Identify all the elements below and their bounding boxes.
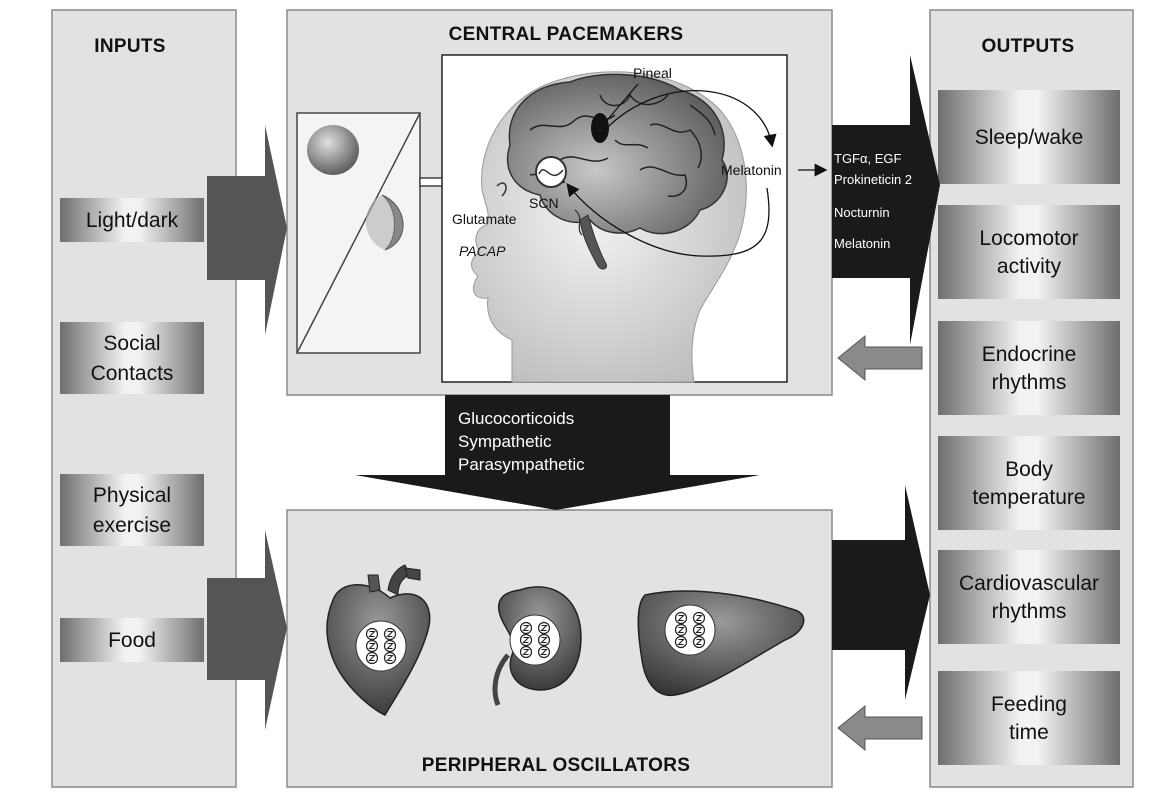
output-box-line: Feeding — [991, 693, 1067, 716]
output-box — [938, 90, 1120, 184]
clock-gene-mark — [677, 626, 685, 634]
clock-gene-mark — [386, 654, 394, 662]
clock-gene-mark — [368, 654, 376, 662]
input-box-line: Food — [108, 629, 156, 652]
clock-glyphs — [365, 611, 706, 665]
clock-gene-mark — [386, 630, 394, 638]
glutamate-label: Glutamate — [452, 211, 517, 227]
pineal-to-melatonin-arrow — [601, 90, 777, 148]
down-signal: Parasympathetic — [458, 455, 585, 474]
central-output-signal: Melatonin — [834, 236, 890, 251]
clock-gene-mark — [522, 624, 530, 632]
central-to-peripheral-signals: GlucocorticoidsSympatheticParasympatheti… — [458, 409, 585, 474]
clock-gene-mark — [522, 648, 530, 656]
central-output-arrow — [832, 55, 940, 345]
clock-gene-mark — [386, 642, 394, 650]
clock-gene-mark — [695, 614, 703, 622]
scn-label: SCN — [529, 195, 559, 211]
input-box-line: Social — [103, 332, 160, 355]
output-box — [938, 321, 1120, 415]
output-box-line: activity — [997, 255, 1062, 278]
output-box-line: Endocrine — [982, 343, 1077, 366]
central-to-peripheral-arrow — [355, 395, 760, 510]
clock-gene-mark — [540, 624, 548, 632]
clock-gene-mark — [677, 638, 685, 646]
input-box — [60, 198, 204, 242]
input-box-line: Physical — [93, 484, 171, 507]
brainstem — [579, 214, 608, 270]
pineal-pointer — [602, 83, 639, 126]
eye-icon — [496, 182, 507, 197]
central-pacemakers-title: CENTRAL PACEMAKERS — [449, 24, 684, 45]
clock-gene-mark — [695, 638, 703, 646]
clock-gene-mark — [540, 636, 548, 644]
light-dark-illustration — [296, 112, 421, 354]
output-box-line: Cardiovascular — [959, 572, 1099, 595]
input-box — [60, 618, 204, 662]
melatonin-label: Melatonin — [721, 162, 782, 178]
output-box — [938, 205, 1120, 299]
output-box-line: Locomotor — [979, 227, 1078, 250]
output-box-line: temperature — [972, 486, 1085, 509]
clock-gene-mark — [695, 626, 703, 634]
peripheral-oscillators-title: PERIPHERAL OSCILLATORS — [422, 755, 690, 776]
peripheral-output-arrow — [832, 485, 930, 700]
liver-clock-cells — [664, 604, 716, 656]
central-output-signal: TGFα, EGF — [834, 151, 902, 166]
scn-icon — [535, 156, 567, 188]
inputs-title: INPUTS — [94, 36, 165, 57]
output-box-line: Body — [1005, 458, 1053, 481]
brain — [506, 73, 728, 235]
heart-clock-cells — [355, 620, 407, 672]
peripheral-input-arrow — [207, 530, 287, 730]
melatonin-feedback-arrow — [566, 182, 770, 257]
clock-gene-mark — [677, 614, 685, 622]
input-box — [60, 474, 204, 546]
clock-gene-mark — [540, 648, 548, 656]
clock-gene-mark — [522, 636, 530, 644]
pineal-gland-icon — [591, 113, 609, 143]
pacap-label: PACAP — [459, 243, 506, 259]
output-feedback-arrow-central — [837, 334, 923, 382]
output-box — [938, 436, 1120, 530]
input-box-line: exercise — [93, 514, 171, 537]
clock-gene-mark — [368, 642, 376, 650]
pineal-label: Pineal — [633, 65, 672, 81]
clock-gene-mark — [368, 630, 376, 638]
input-box — [60, 322, 204, 394]
output-feedback-arrow-peripheral — [837, 704, 923, 752]
central-output-signals: TGFα, EGF Prokineticin 2 NocturninMelatoni… — [834, 151, 912, 251]
output-box-line: rhythms — [992, 600, 1067, 623]
central-output-signal: Nocturnin — [834, 205, 890, 220]
output-box-line: rhythms — [992, 371, 1067, 394]
input-box-line: Light/dark — [86, 209, 179, 232]
sun-icon — [307, 125, 359, 175]
output-box-line: Sleep/wake — [975, 126, 1084, 149]
input-box-line: Contacts — [91, 362, 174, 385]
down-signal: Glucocorticoids — [458, 409, 574, 428]
output-box-line: time — [1009, 721, 1049, 744]
output-box — [938, 550, 1120, 644]
outputs-title: OUTPUTS — [982, 36, 1075, 57]
output-box — [938, 671, 1120, 765]
central-output-signal: Prokineticin 2 — [834, 172, 912, 187]
kidney-clock-cells — [509, 614, 561, 666]
down-signal: Sympathetic — [458, 432, 552, 451]
light-input-arrow — [207, 125, 287, 335]
